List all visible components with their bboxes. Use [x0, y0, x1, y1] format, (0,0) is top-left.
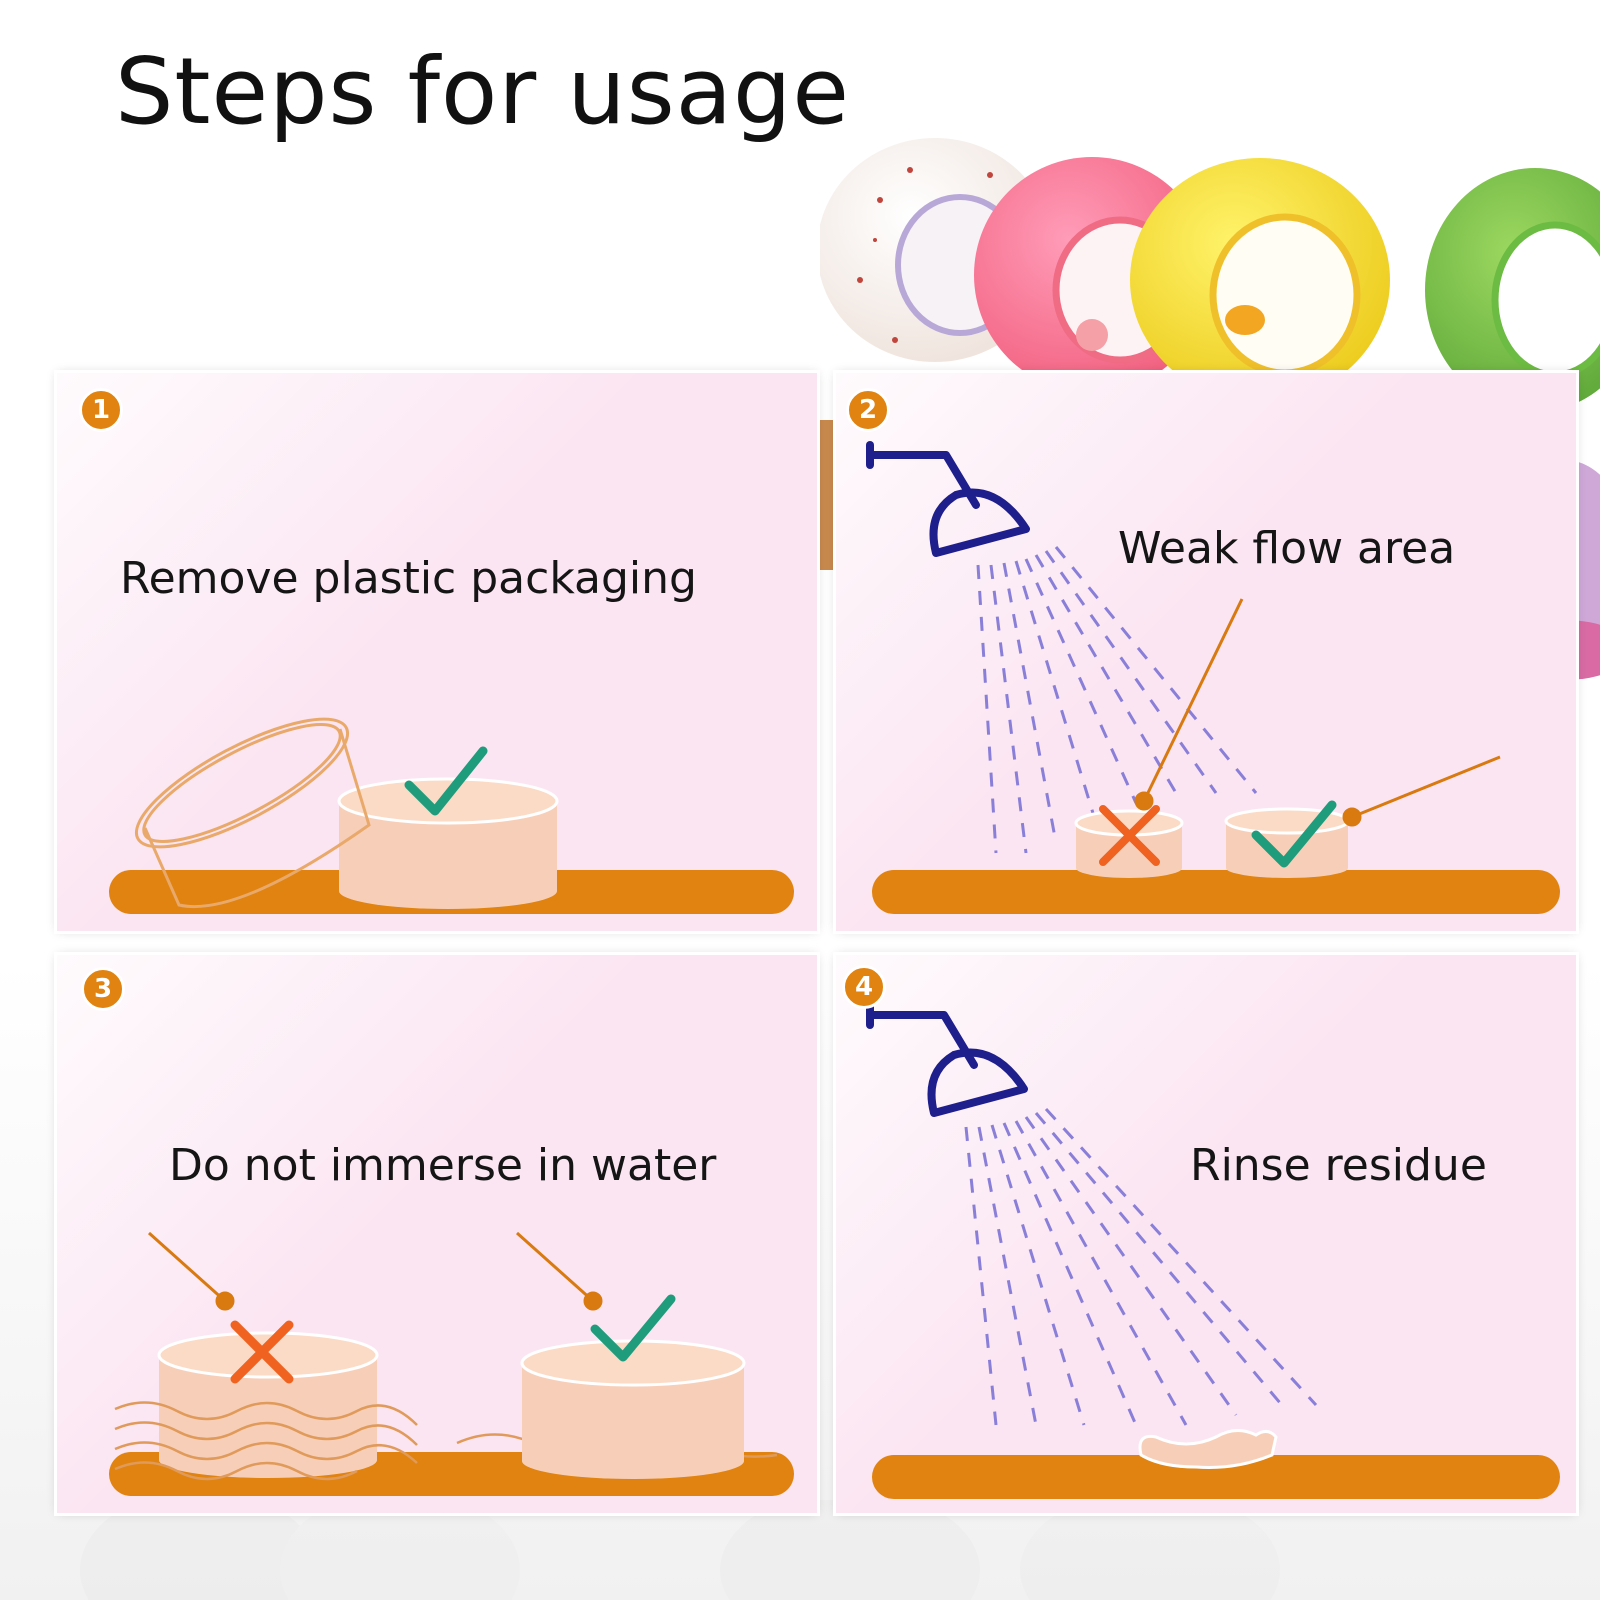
step-3-caption: Do not immerse in water — [169, 1140, 717, 1191]
step-1-panel: 1 Remove plastic packaging — [57, 373, 817, 931]
step-2-illustration — [866, 441, 1560, 914]
step-4-panel: 4 Rinse residue — [836, 955, 1576, 1513]
check-icon — [1251, 800, 1337, 868]
step-1-number-badge: 1 — [79, 388, 123, 432]
shower-head-icon — [866, 441, 1030, 557]
step-2-number-badge: 2 — [846, 388, 890, 432]
faded-product-reflection — [80, 1500, 1280, 1600]
pointer-line — [1134, 598, 1501, 827]
soap-tablet-icon — [1224, 807, 1350, 878]
cross-icon — [1099, 805, 1160, 866]
step-3-number-badge: 3 — [81, 967, 125, 1011]
step-2-panel: 2 Weak flow area — [836, 373, 1576, 931]
step-1-caption: Remove plastic packaging — [120, 553, 697, 604]
water-spray — [976, 546, 1258, 854]
green-steamer — [1425, 168, 1600, 412]
check-icon — [404, 746, 488, 816]
shelf-bar — [872, 1455, 1560, 1499]
wood-board — [820, 420, 840, 570]
step-4-number-badge: 4 — [842, 965, 886, 1009]
step-4-illustration — [866, 1001, 1560, 1499]
plastic-packaging-icon — [134, 717, 371, 909]
water-spray — [964, 1107, 1318, 1426]
check-icon — [590, 1294, 676, 1362]
step-3-illustration — [109, 1231, 794, 1496]
page-title: Steps for usage — [115, 38, 851, 145]
soap-residue-icon — [1138, 1429, 1278, 1469]
step-3-panel: 3 Do not immerse in water — [57, 955, 817, 1513]
step-4-caption: Rinse residue — [1190, 1140, 1487, 1191]
product-photo — [820, 138, 1600, 680]
soap-tablet-icon — [520, 1339, 746, 1479]
soap-tablet-icon — [1074, 809, 1184, 878]
pointer-line — [147, 1231, 603, 1311]
step-2-caption: Weak flow area — [1118, 523, 1456, 574]
cross-icon — [230, 1320, 294, 1384]
shelf-bar — [872, 870, 1560, 914]
yellow-steamer — [1130, 158, 1390, 402]
step-1-illustration — [109, 717, 794, 914]
shower-head-icon — [866, 1001, 1028, 1117]
